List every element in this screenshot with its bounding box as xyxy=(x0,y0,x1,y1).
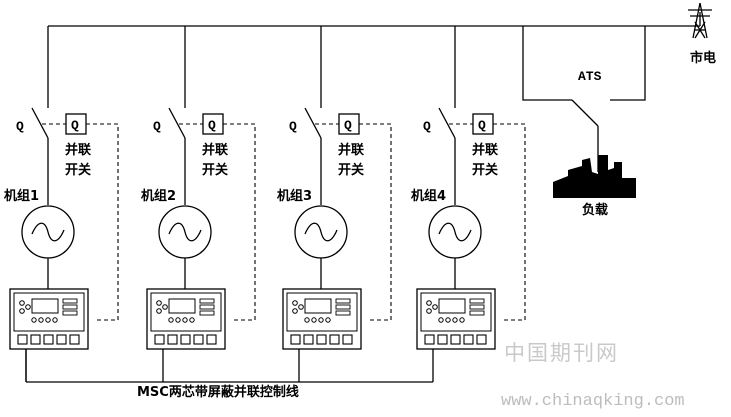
ats-label: ATS xyxy=(578,69,602,84)
parallel-switch-label-2: 开关 xyxy=(472,162,498,178)
breaker-blade xyxy=(304,107,322,139)
parallel-switch-q: Q xyxy=(478,118,486,133)
control-dash xyxy=(359,123,392,321)
breaker-label: Q xyxy=(423,119,431,134)
parallel-switch-q: Q xyxy=(344,118,352,133)
parallel-switch-label-1: 并联 xyxy=(65,142,91,158)
grid-label: 市电 xyxy=(690,50,716,66)
unit-label: 机组3 xyxy=(277,188,312,204)
parallel-switch-label-2: 开关 xyxy=(65,162,91,178)
control-line-label: MSC两芯带屏蔽并联控制线 xyxy=(137,384,299,400)
unit-label: 机组4 xyxy=(411,188,446,204)
sine-wave-icon xyxy=(168,222,202,242)
breaker-blade xyxy=(168,107,186,139)
parallel-switch-label-1: 并联 xyxy=(202,142,228,158)
parallel-switch-label-2: 开关 xyxy=(338,162,364,178)
load-label: 负载 xyxy=(582,202,608,218)
breaker-label: Q xyxy=(153,119,161,134)
sine-wave-icon xyxy=(304,222,338,242)
watermark-url: www.chinaqking.com xyxy=(501,392,685,411)
control-dash xyxy=(86,123,119,321)
ats-grid-side-line xyxy=(610,26,646,101)
breaker-label: Q xyxy=(289,119,297,134)
genset-controller-icon xyxy=(9,288,89,350)
transmission-tower-icon xyxy=(688,2,712,39)
parallel-switch-label-1: 并联 xyxy=(472,142,498,158)
genset-controller-icon xyxy=(416,288,496,350)
ats-switch-blade xyxy=(571,99,599,127)
breaker-blade xyxy=(31,107,49,139)
genset-controller-icon xyxy=(282,288,362,350)
parallel-switch-q: Q xyxy=(208,118,216,133)
control-dash xyxy=(493,123,526,321)
parallel-switch-label-2: 开关 xyxy=(202,162,228,178)
unit-label: 机组2 xyxy=(141,188,176,204)
factory-load-icon xyxy=(553,155,636,198)
sine-wave-icon xyxy=(438,222,472,242)
parallel-switch-label-1: 并联 xyxy=(338,142,364,158)
breaker-blade xyxy=(438,107,456,139)
parallel-switch-q: Q xyxy=(71,118,79,133)
ats-genset-side-line xyxy=(522,26,572,101)
breaker-label: Q xyxy=(16,119,24,134)
sine-wave-icon xyxy=(31,222,65,242)
control-dash xyxy=(223,123,256,321)
unit-label: 机组1 xyxy=(4,188,39,204)
genset-controller-icon xyxy=(146,288,226,350)
watermark-chinese: 中国期刊网 xyxy=(504,341,619,365)
